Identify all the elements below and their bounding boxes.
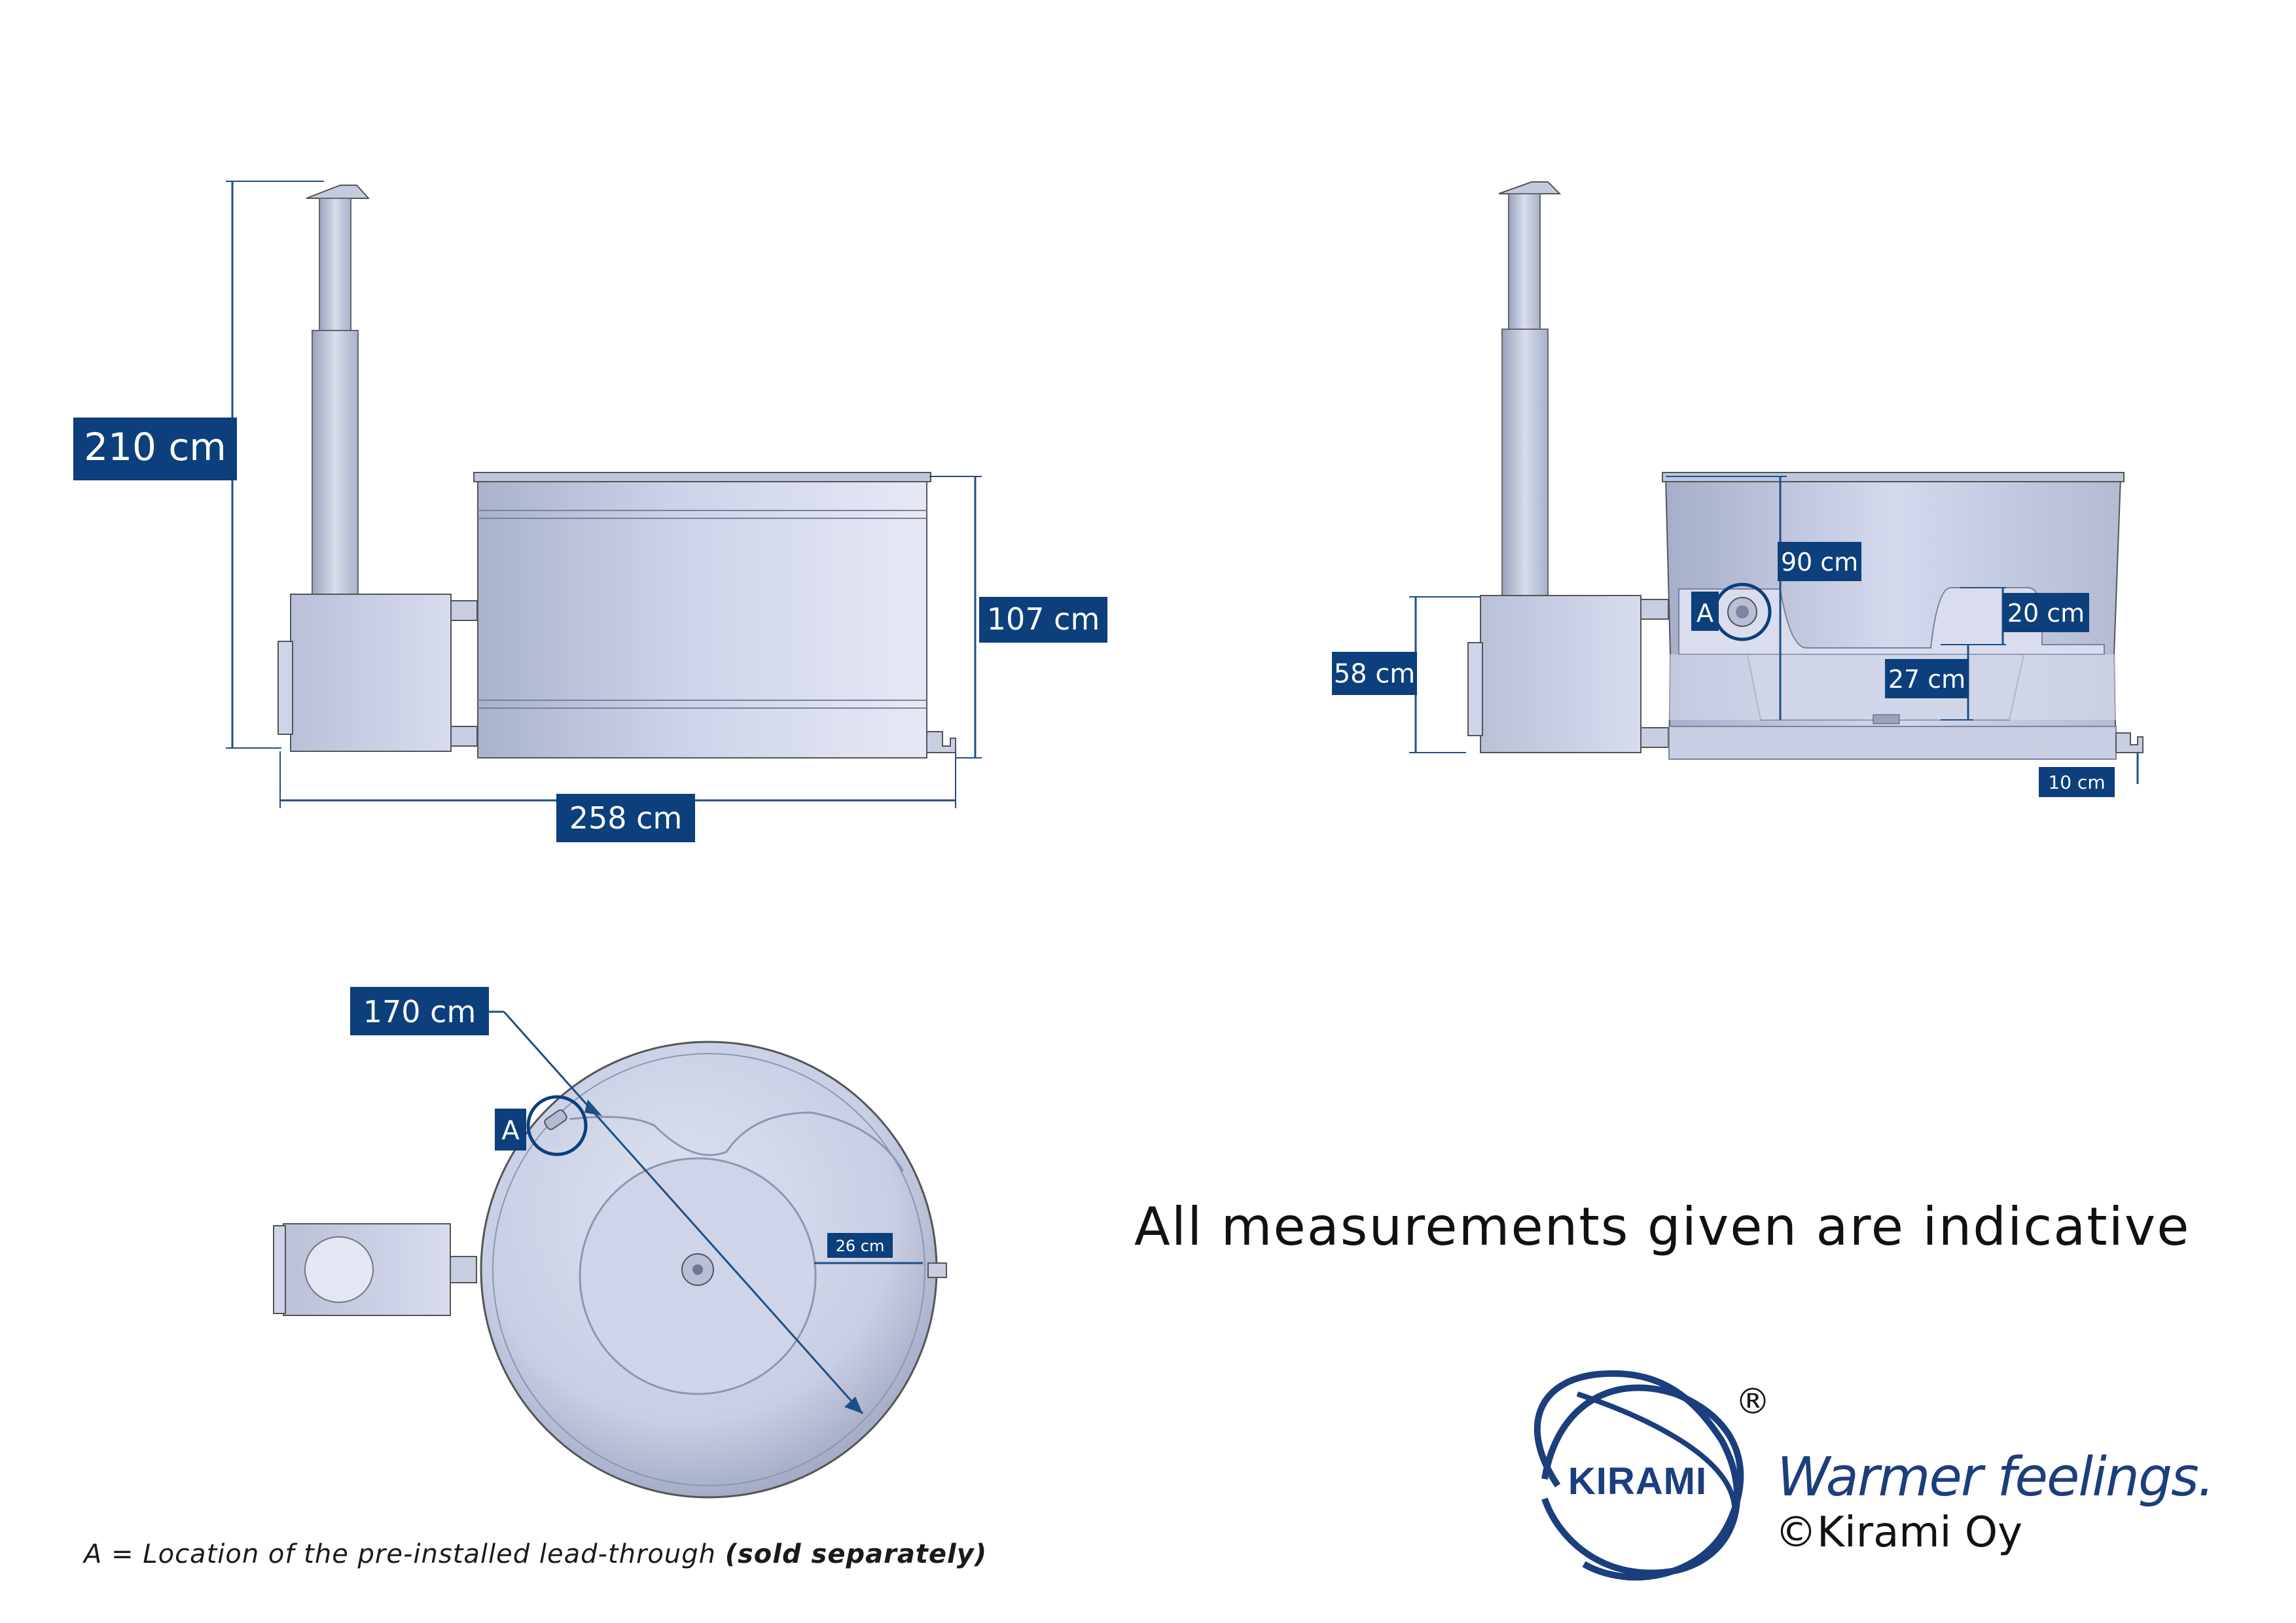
chimney-lower xyxy=(312,330,359,597)
dim-diameter: 170 cm xyxy=(350,987,864,1414)
note-text: A = Location of the pre-installed lead-t… xyxy=(84,1539,725,1569)
dim-inner-depth: 90 cm xyxy=(1666,476,1861,720)
tub-body xyxy=(477,476,927,758)
lead-through-note: A = Location of the pre-installed lead-t… xyxy=(84,1539,987,1569)
chimney-upper xyxy=(319,198,351,336)
dim-bench-width: 26 cm xyxy=(814,1233,923,1264)
dim-footwell-depth: 27 cm xyxy=(1885,644,1973,721)
label-inner-depth: 90 cm xyxy=(1781,548,1858,577)
kirami-logo: KIRAMI ® xyxy=(1534,1370,1770,1581)
side-view: 210 cm 107 cm 258 cm xyxy=(73,181,1107,842)
dim-outlet-height: 10 cm xyxy=(2039,753,2139,797)
section-view: A 58 cm 90 cm 20 cm xyxy=(1332,181,2144,797)
note-bold: (sold separately) xyxy=(725,1539,988,1569)
marker-lead-through-top: A xyxy=(501,1116,520,1146)
label-outlet-height: 10 cm xyxy=(2048,772,2105,793)
chimney-cap xyxy=(306,185,370,199)
brand-copyright: ©Kirami Oy xyxy=(1775,1508,2022,1557)
dim-total-height: 210 cm xyxy=(73,181,324,749)
stove-body xyxy=(290,594,452,752)
label-total-length: 258 cm xyxy=(569,800,683,836)
label-footwell-depth: 27 cm xyxy=(1888,665,1965,694)
label-total-height: 210 cm xyxy=(84,425,226,469)
label-diameter: 170 cm xyxy=(363,994,476,1029)
stove-door xyxy=(278,641,293,735)
dim-total-length: 258 cm xyxy=(279,751,956,842)
brand-tagline: Warmer feelings. xyxy=(1777,1446,2215,1508)
label-bench-width: 26 cm xyxy=(836,1237,885,1255)
registered-mark: ® xyxy=(1735,1381,1770,1422)
measurement-disclaimer: All measurements given are indicative xyxy=(1134,1196,2191,1257)
dim-tub-height: 107 cm xyxy=(929,476,1107,758)
dim-bench-height: 20 cm xyxy=(1960,587,2089,645)
label-tub-height: 107 cm xyxy=(987,601,1100,637)
label-stove-height: 58 cm xyxy=(1334,659,1416,689)
top-view: A 170 cm 26 cm xyxy=(273,987,947,1499)
logo-wordmark: KIRAMI xyxy=(1568,1460,1707,1503)
marker-lead-through-side: A xyxy=(1696,599,1713,628)
dim-stove-height: 58 cm xyxy=(1332,596,1480,753)
label-bench-height: 20 cm xyxy=(2007,599,2085,628)
